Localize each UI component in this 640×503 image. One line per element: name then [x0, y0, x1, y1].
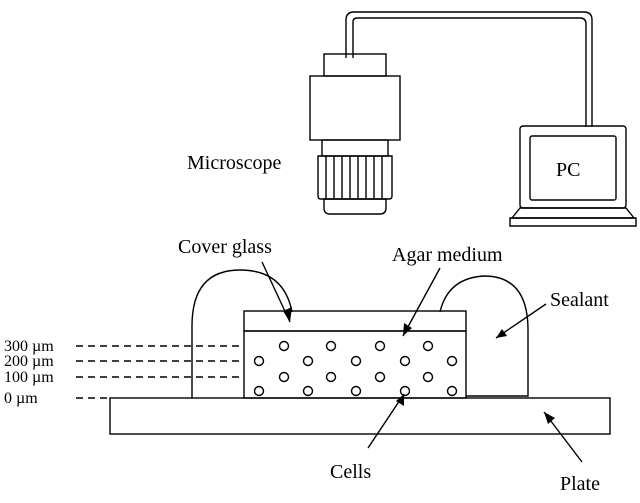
- plate-label: Plate: [560, 473, 600, 495]
- sealant: [191, 269, 529, 398]
- depth-label-0: 0 µm: [4, 390, 38, 407]
- pc-monitor: [509, 125, 637, 227]
- pointer-lines: [261, 261, 583, 463]
- microscope: [309, 53, 401, 215]
- cells-label: Cells: [330, 461, 371, 483]
- depth-label-200: 200 µm: [4, 353, 54, 370]
- microscope-label: Microscope: [187, 152, 282, 174]
- sealant-label: Sealant: [550, 289, 609, 311]
- depth-lines: [76, 345, 244, 399]
- cells: [253, 340, 458, 397]
- cable: [345, 11, 593, 127]
- agar-medium: [243, 330, 467, 399]
- plate: [109, 397, 611, 435]
- pointer-arrowheads: [283, 307, 555, 424]
- depth-label-100: 100 µm: [4, 369, 54, 386]
- depth-label-300: 300 µm: [4, 338, 54, 355]
- agar-medium-label: Agar medium: [392, 244, 503, 266]
- cover-glass: [243, 310, 467, 332]
- objective-lens: [317, 155, 393, 200]
- pc-label: PC: [556, 159, 580, 181]
- cover-glass-label: Cover glass: [178, 236, 272, 258]
